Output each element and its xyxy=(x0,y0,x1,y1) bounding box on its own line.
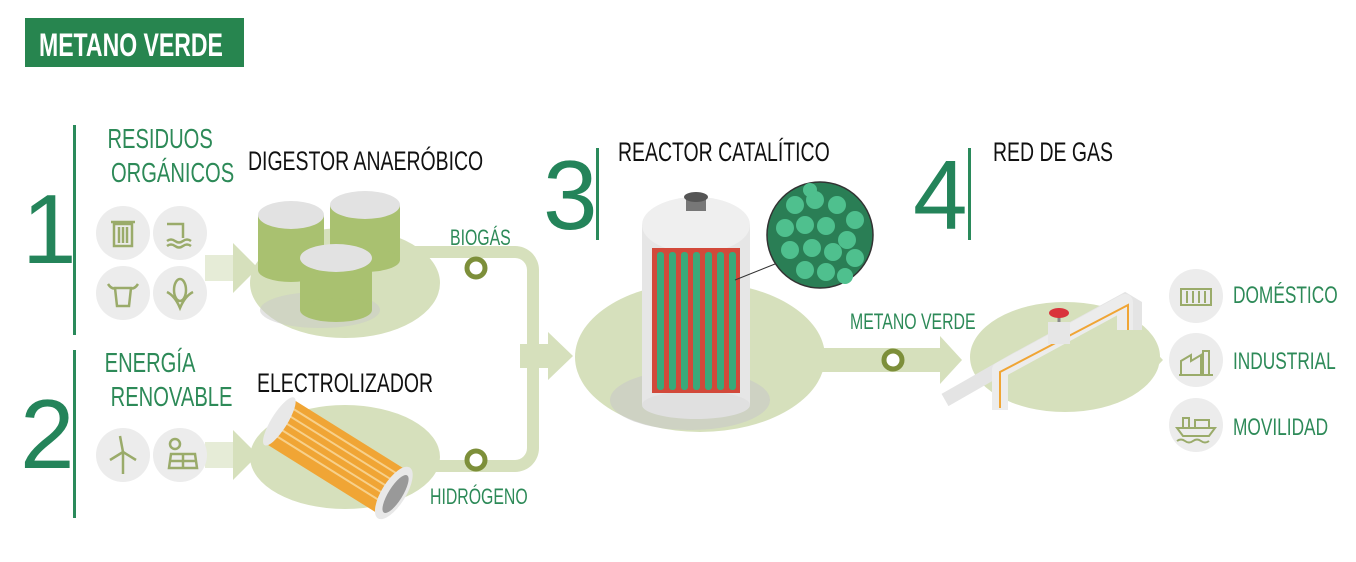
use-industrial-label: INDUSTRIAL xyxy=(1233,348,1336,375)
corn-icon xyxy=(153,266,207,320)
step-3-number: 3 xyxy=(543,140,598,250)
pipeline-base xyxy=(970,302,1160,412)
trash-bin-icon xyxy=(96,206,150,260)
electrolyzer-icon xyxy=(263,397,413,520)
ship-icon xyxy=(1169,398,1223,452)
radiator-icon xyxy=(1169,269,1223,323)
gas-network-label: RED DE GAS xyxy=(993,137,1113,167)
cow-icon xyxy=(96,266,150,320)
digestor-label: DIGESTOR ANAERÓBICO xyxy=(248,146,484,176)
wastewater-pipe-icon xyxy=(153,206,207,260)
factory-icon xyxy=(1169,333,1223,387)
green-methane-label: METANO VERDE xyxy=(850,309,976,334)
biogas-label: BIOGÁS xyxy=(450,225,511,250)
use-mobility-label: MOVILIDAD xyxy=(1233,414,1329,441)
hydrogen-label: HIDRÓGENO xyxy=(430,484,528,509)
divider xyxy=(596,148,599,240)
page-title: METANO VERDE xyxy=(39,27,223,63)
methane-node xyxy=(881,348,905,372)
wind-turbine-icon xyxy=(96,428,150,482)
electrolyzer-label: ELECTROLIZADOR xyxy=(257,368,434,398)
step-2-label: ENERGÍA RENOVABLE xyxy=(104,347,233,412)
biogas-node xyxy=(464,256,488,280)
step-1-label: RESIDUOS ORGÁNICOS xyxy=(107,123,235,188)
divider xyxy=(73,350,76,518)
use-domestic-label: DOMÉSTICO xyxy=(1233,282,1338,309)
gas-pipeline-icon xyxy=(941,291,1142,410)
solar-panel-icon xyxy=(153,428,207,482)
reactor-label: REACTOR CATALÍTICO xyxy=(618,137,830,167)
divider xyxy=(73,125,76,335)
hydrogen-node xyxy=(464,448,488,472)
catalytic-reactor-icon xyxy=(610,181,874,430)
title-badge: METANO VERDE xyxy=(25,18,244,67)
step-4-number: 4 xyxy=(913,140,968,250)
digestor-tanks-icon xyxy=(258,191,400,328)
divider xyxy=(968,148,971,240)
step-2-number: 2 xyxy=(20,379,75,489)
step-1-number: 1 xyxy=(22,174,77,284)
